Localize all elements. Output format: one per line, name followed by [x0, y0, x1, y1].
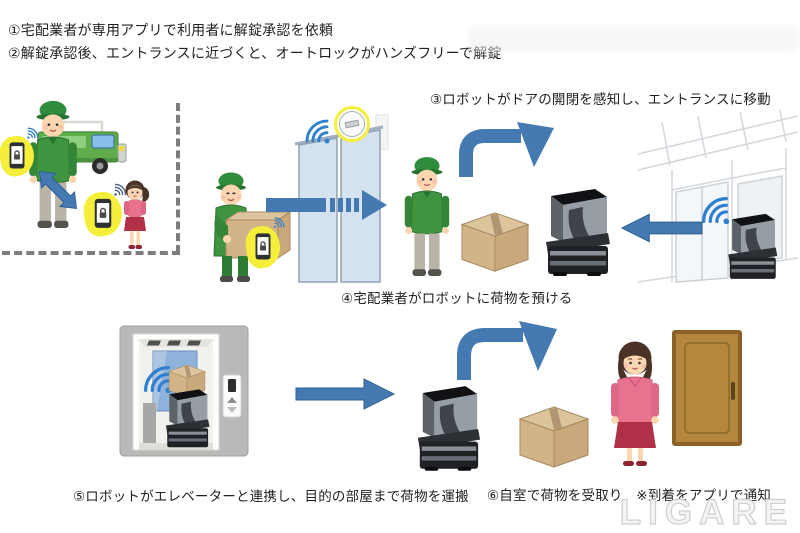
- wifi-icon: [274, 217, 285, 228]
- courier-phone: [243, 217, 285, 271]
- step4-caption: ④宅配業者がロボットに荷物を預ける: [341, 291, 573, 306]
- cardboard-box-illustration: [460, 212, 530, 272]
- left-flow-arrow-icon: [620, 213, 703, 243]
- right-flow-arrow-icon: [295, 378, 396, 410]
- step1-caption: ①宅配業者が専用アプリで利用者に解錠承認を依頼: [8, 22, 334, 38]
- two-way-arrow-icon: [38, 170, 78, 210]
- cardboard-box-illustration: [518, 406, 590, 468]
- wifi-icon: [702, 197, 730, 225]
- apartment-door-illustration: [672, 330, 742, 446]
- door-handle: [731, 381, 735, 400]
- delivery-robot-illustration: [728, 213, 778, 279]
- curved-flow-arrow-icon: [459, 122, 554, 177]
- phone-lock-icon: [9, 142, 25, 169]
- scene1-dashed-border-vertical: [176, 103, 180, 253]
- step5-caption: ⑤ロボットがエレベーターと連携し、目的の部屋まで荷物を運搬: [73, 489, 469, 504]
- curved-flow-arrow-icon: [457, 321, 557, 380]
- resident-woman-illustration: [124, 180, 150, 249]
- delivery-person-illustration: [29, 100, 77, 228]
- phone-lock-icon: [94, 198, 112, 228]
- step6-caption: ⑥自室で荷物を受取り ※到着をアプリで通知: [487, 488, 772, 503]
- autolock-sensor-icon: [339, 111, 365, 137]
- resident-woman-illustration: [611, 341, 659, 466]
- step2-caption: ②解錠承認後、エントランスに近づくと、オートロックがハンズフリーで解錠: [8, 45, 502, 61]
- delivery-robot-illustration: [417, 386, 481, 471]
- autolock-sensor-highlight: [334, 106, 370, 142]
- wifi-icon: [27, 127, 39, 139]
- scene1-dashed-border-horizontal: [2, 251, 180, 255]
- pass-through-arrow-icon: [266, 190, 387, 220]
- delivery-robot-illustration: [165, 389, 210, 448]
- phone-lock-icon: [255, 233, 271, 260]
- resident-phone: [81, 183, 127, 239]
- delivery-person-illustration: [404, 157, 450, 276]
- wifi-icon: [114, 183, 127, 196]
- step3-caption: ③ロボットがドアの開閉を感知し、エントランスに移動: [430, 92, 771, 107]
- ligare-watermark: LIGARE: [619, 492, 794, 532]
- wifi-icon: [305, 119, 330, 144]
- delivery-robot-illustration: [546, 189, 610, 276]
- faint-watermark-smudge: [468, 26, 798, 52]
- courier-phone: [0, 127, 39, 179]
